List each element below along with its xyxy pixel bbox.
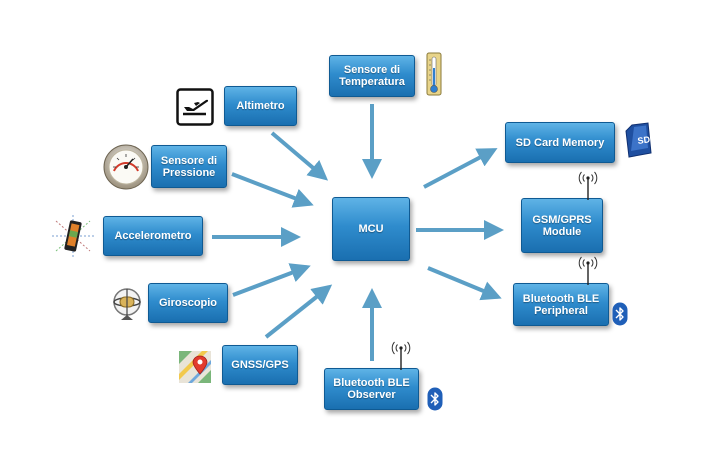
map-pin-icon [179, 351, 211, 383]
antenna-icon [391, 341, 411, 370]
node-giroscopio: Giroscopio [148, 283, 228, 323]
node-sensore-temperatura-line-2: Temperatura [339, 76, 405, 88]
arrow-pressione-to-mcu [231, 172, 314, 208]
antenna-icon [578, 256, 598, 285]
arrow-giroscopio-to-mcu [232, 263, 311, 297]
node-sensore-pressione-line-1: Sensore di [160, 154, 218, 167]
thermometer-icon [426, 52, 442, 96]
node-accelerometro-label: Accelerometro [114, 230, 192, 242]
arrow-mcu-to-peripheral [427, 266, 502, 301]
node-sensore-temperatura: Sensore di Temperatura [329, 55, 415, 97]
node-bt-peripheral: Bluetooth BLE Peripheral [513, 283, 609, 326]
node-bt-observer-line-1: Bluetooth BLE [333, 377, 410, 389]
arrow-altimetro-to-mcu [270, 131, 329, 181]
node-sensore-pressione-line-2: Pressione [162, 166, 216, 179]
sd-card-icon: SD [625, 122, 652, 158]
bluetooth-icon [612, 302, 628, 326]
node-bt-peripheral-line-1: Bluetooth BLE [522, 292, 600, 305]
node-bt-observer: Bluetooth BLE Observer [324, 368, 419, 410]
node-giroscopio-label: Giroscopio [158, 297, 218, 309]
node-sensore-temperatura-line-1: Sensore di [343, 64, 401, 76]
svg-text:SD: SD [637, 134, 651, 146]
node-accelerometro: Accelerometro [103, 216, 203, 256]
arrow-mcu-to-sdcard [423, 148, 498, 189]
node-mcu-label: MCU [358, 223, 384, 235]
accelerometer-icon [52, 215, 94, 257]
node-gsm-line-1: GSM/GPRS [532, 213, 592, 226]
node-gnss: GNSS/GPS [222, 345, 298, 385]
airplane-takeoff-icon [176, 88, 214, 126]
node-bt-peripheral-line-2: Peripheral [534, 304, 588, 317]
node-bt-observer-line-2: Observer [347, 389, 396, 401]
node-sd-card: SD Card Memory [505, 122, 615, 163]
node-gsm: GSM/GPRS Module [521, 198, 603, 253]
pressure-gauge-icon [103, 144, 149, 190]
antenna-icon [578, 171, 598, 200]
node-sd-card-label: SD Card Memory [515, 136, 605, 149]
gyroscope-icon [113, 288, 141, 320]
node-altimetro: Altimetro [224, 86, 297, 126]
bluetooth-icon [427, 387, 443, 411]
node-mcu: MCU [332, 197, 410, 261]
node-gnss-label: GNSS/GPS [231, 359, 289, 371]
node-sensore-pressione: Sensore di Pressione [151, 145, 227, 188]
arrow-gnss-to-mcu [264, 284, 333, 339]
node-gsm-line-2: Module [542, 225, 582, 238]
node-altimetro-label: Altimetro [236, 100, 285, 112]
